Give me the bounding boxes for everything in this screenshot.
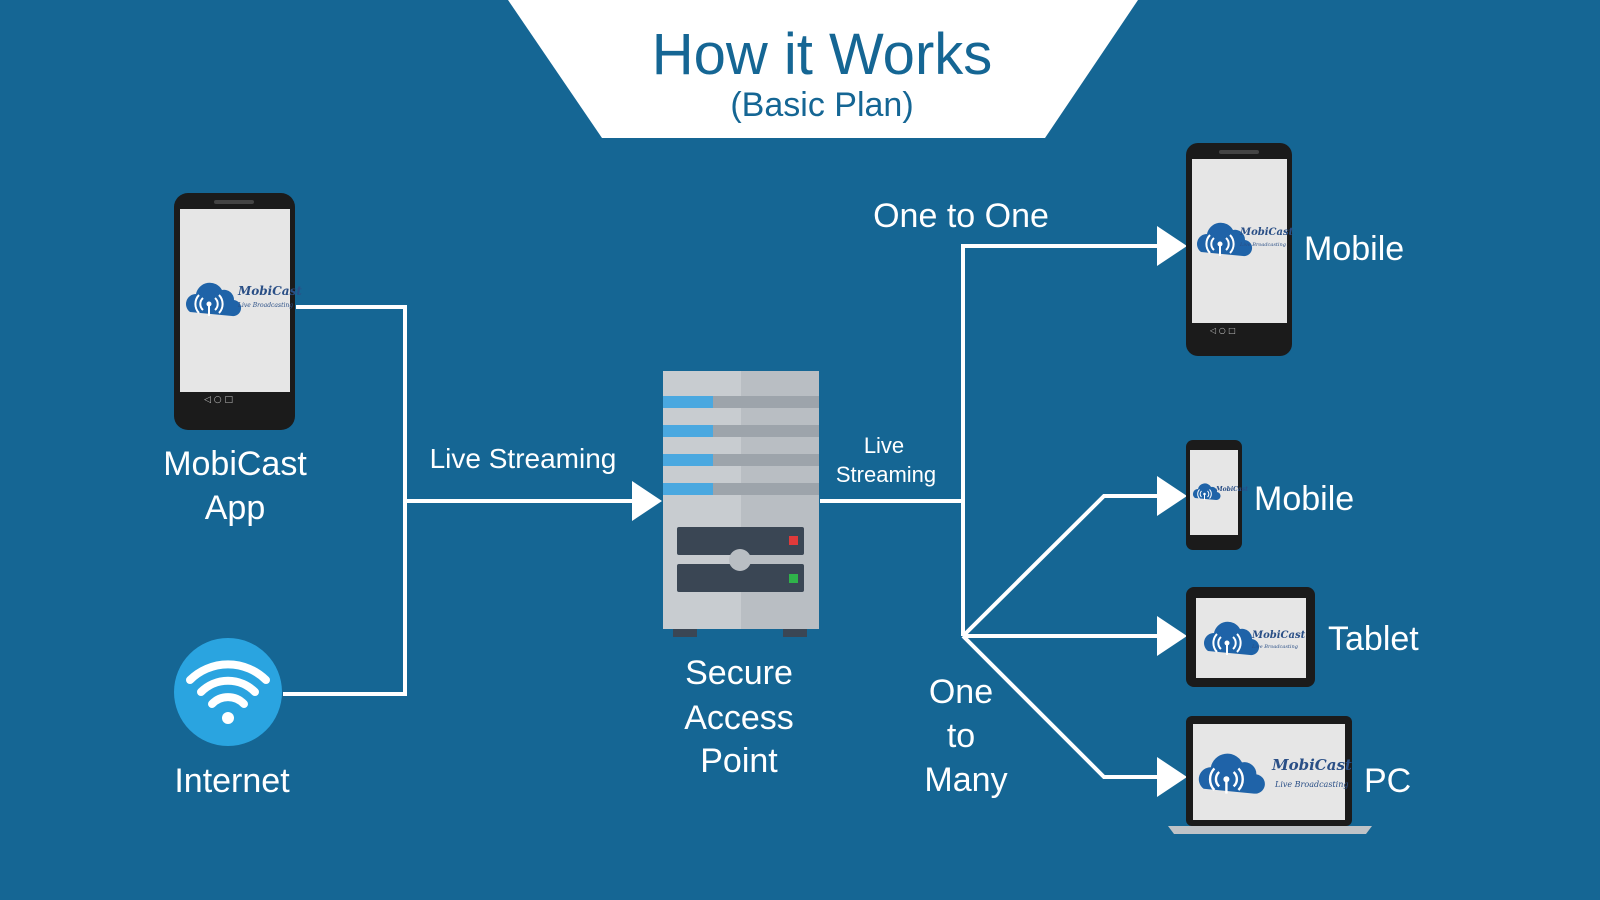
target-mobile-label: Mobile [1304,230,1404,268]
arrowhead-icon [1157,757,1187,797]
arrowhead-icon [1157,616,1187,656]
logo-wordmark: MobiCast [1251,630,1306,641]
target-tablet-label: Tablet [1328,620,1419,658]
mobicast-app-label: MobiCast [163,445,307,483]
logo-tagline: Live Broadcasting [1274,780,1348,789]
logo-tagline: Live Broadcasting [1251,644,1298,650]
wifi-icon [174,638,282,746]
page-title: How it Works [652,22,993,87]
one-to-many-label: One [929,673,993,711]
secure-access-point-label: Secure [685,654,793,692]
target-mobile-label: Mobile [1254,480,1354,518]
smartphone-icon: ◁ ○ □ MobiCast Live Broadcasting [174,193,302,430]
smartphone-icon: ◁ ○ □ MobiCast Live Broadcasting [1186,143,1294,356]
mobicast-app-label: App [205,489,266,527]
logo-tagline: Live Broadcasting [237,302,293,309]
live-streaming-out-label: Streaming [836,462,936,487]
one-to-many-label: Many [924,761,1007,799]
connection-lines [283,244,1160,779]
secure-access-point-label: Point [700,742,778,780]
internet-label: Internet [174,762,290,800]
logo-wordmark: MobiCast [1271,756,1352,774]
page-subtitle: (Basic Plan) [730,86,913,124]
live-streaming-out-label: Live [864,433,904,458]
one-to-many-label: to [947,717,975,755]
arrowhead-icon [1157,226,1187,266]
logo-wordmark: MobiCast [1239,227,1294,238]
logo-wordmark: MobiCast [1215,486,1248,493]
laptop-icon: MobiCast Live Broadcasting [1168,716,1372,834]
header-panel [508,0,1138,138]
logo-tagline: Live Broadcasting [1239,242,1286,248]
live-streaming-label: Live Streaming [430,443,617,474]
arrowhead-icon [1157,476,1187,516]
arrowhead-icon [632,481,662,521]
logo-wordmark: MobiCast [237,284,302,298]
one-to-one-label: One to One [873,197,1049,235]
target-pc-label: PC [1364,762,1411,800]
tablet-icon: MobiCast Live Broadcasting [1186,587,1315,687]
smartphone-icon: MobiCast [1186,440,1248,550]
secure-access-point-label: Access [684,699,794,737]
server-icon [663,371,819,637]
svg-text:◁ ○ □: ◁ ○ □ [1209,326,1236,335]
svg-text:◁ ○ □: ◁ ○ □ [204,395,233,405]
